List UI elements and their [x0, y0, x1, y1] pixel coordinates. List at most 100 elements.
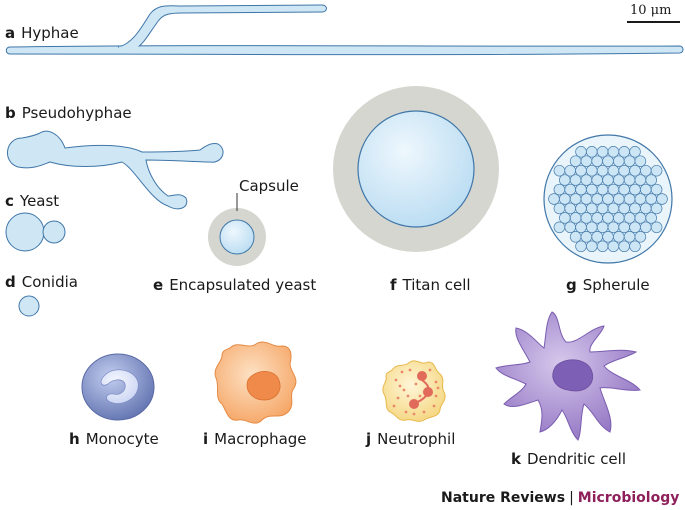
endospore: [553, 221, 566, 234]
endospore: [602, 212, 614, 224]
hyphae-shape: [5, 4, 684, 56]
endospore: [596, 202, 609, 215]
endospore: [569, 174, 582, 186]
endospore: [569, 231, 582, 243]
endospore: [613, 231, 625, 243]
endospore: [645, 193, 657, 205]
endospore: [634, 231, 647, 243]
spherule-shape: [543, 134, 673, 264]
endospore: [580, 231, 593, 243]
endospore: [564, 202, 576, 215]
endospore: [650, 202, 663, 215]
endospore: [623, 231, 636, 243]
endospore: [629, 202, 641, 215]
capsule-callout-label: Capsule: [239, 177, 299, 195]
endospore: [586, 146, 598, 158]
endospore: [607, 146, 620, 158]
endospore: [618, 221, 630, 234]
macrophage-shape: [214, 341, 297, 424]
endospore: [559, 212, 571, 224]
granule: [436, 386, 440, 390]
journal-credit: Nature Reviews|Microbiology: [441, 490, 680, 506]
endospore: [591, 212, 603, 224]
endospore: [553, 202, 566, 215]
endospore: [559, 174, 571, 186]
endospore: [613, 155, 625, 167]
scale-bar-label: 10 μm: [630, 3, 672, 18]
dendritic-cell-shape: [495, 311, 641, 441]
granule: [418, 394, 422, 398]
endospore: [591, 193, 603, 205]
endospore: [645, 174, 657, 186]
endospore: [569, 193, 582, 205]
endospore: [575, 146, 587, 158]
endospore: [618, 240, 630, 253]
endospore: [591, 231, 603, 243]
endospore: [575, 240, 587, 253]
endospore: [613, 193, 625, 205]
endospore: [580, 193, 593, 205]
endospore: [575, 183, 587, 196]
conidia-shape: [18, 295, 40, 317]
endospore: [602, 155, 614, 167]
titan-cell-shape: [333, 86, 499, 252]
granule: [400, 370, 404, 374]
endospore: [586, 183, 598, 196]
monocyte-shape: [81, 353, 155, 421]
granule: [398, 384, 402, 388]
endospore: [586, 221, 598, 234]
endospore: [634, 212, 647, 224]
endospore: [580, 212, 593, 224]
endospore: [623, 193, 636, 205]
endospore: [623, 174, 636, 186]
endospore: [634, 174, 647, 186]
granule: [422, 410, 426, 414]
granule: [402, 388, 406, 392]
endospore: [559, 193, 571, 205]
endospore: [575, 164, 587, 177]
endospore: [629, 240, 641, 253]
endospore: [623, 212, 636, 224]
endospore: [602, 231, 614, 243]
endospore: [591, 174, 603, 186]
pseudohyphae-shape: [7, 130, 224, 210]
endospore: [569, 155, 582, 167]
endospore: [580, 174, 593, 186]
granule: [396, 396, 400, 400]
granule: [394, 378, 398, 382]
endospore: [602, 174, 614, 186]
spherule-endospores: [548, 146, 668, 253]
endospore: [629, 164, 641, 177]
endospore: [623, 155, 636, 167]
endospore: [629, 146, 641, 158]
endospore: [634, 155, 647, 167]
endospore: [596, 164, 609, 177]
yeast-shape: [5, 212, 66, 252]
endospore: [640, 183, 652, 196]
endospore: [564, 221, 576, 234]
granule: [414, 382, 418, 386]
granule: [434, 394, 438, 398]
neutrophil-granules: [392, 368, 440, 416]
endospore: [553, 164, 566, 177]
endospore: [569, 212, 582, 224]
endospore: [602, 193, 614, 205]
granule: [434, 380, 438, 384]
endospore: [640, 221, 652, 234]
endospore: [596, 183, 609, 196]
neutrophil-shape: [382, 360, 446, 422]
endospore: [564, 164, 576, 177]
endospore: [640, 202, 652, 215]
endospore: [586, 240, 598, 253]
